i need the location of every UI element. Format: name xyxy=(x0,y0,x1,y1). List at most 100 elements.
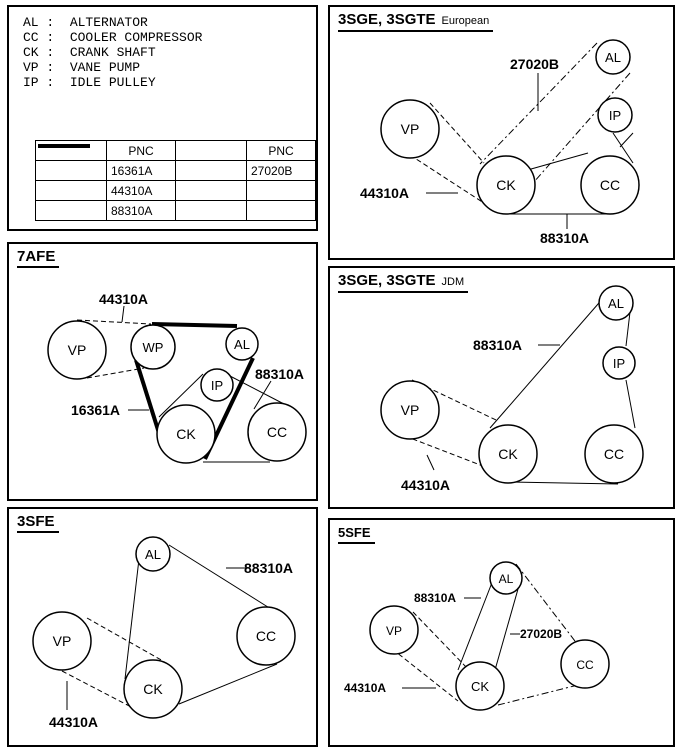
belt-label-88310a: 88310A xyxy=(473,337,522,353)
belt-label-44310a: 44310A xyxy=(49,714,98,730)
belt-44310a xyxy=(76,319,152,325)
belt-label-44310a: 44310A xyxy=(344,681,386,695)
belt-label-27020b: 27020B xyxy=(510,56,559,72)
abbrev-name: IDLE PULLEY xyxy=(69,75,156,90)
belt-88310a xyxy=(178,663,278,705)
panel-title: 5SFE xyxy=(338,524,375,544)
pulley-ck xyxy=(476,155,536,215)
belt-27020b xyxy=(497,682,587,706)
belt-88310a xyxy=(489,295,606,429)
abbrev-name: COOLER COMPRESSOR xyxy=(69,30,203,45)
pulley-label-ck: CK xyxy=(471,679,489,694)
belt-88310a xyxy=(523,152,589,172)
pulley-label-vp: VP xyxy=(386,624,402,638)
belt-88310a xyxy=(612,132,634,164)
abbrev-code: CK xyxy=(23,45,39,60)
panel-7afe: VP WP AL IP CK CC 44310A 88310A 16361A 7… xyxy=(7,242,318,501)
pulley-label-ck: CK xyxy=(143,681,163,697)
belt-44310a xyxy=(61,670,136,710)
pulley-ip xyxy=(602,346,636,380)
belt-label-88310a: 88310A xyxy=(255,366,304,382)
belt-label-88310a: 88310A xyxy=(244,560,293,576)
legend-panel: AL : ALTERNATOR CC : COOLER COMPRESSOR C… xyxy=(7,5,318,231)
panel-title: 7AFE xyxy=(17,248,60,268)
pulley-label-ck: CK xyxy=(498,446,518,462)
line-swatch-thick xyxy=(35,143,107,181)
panel-5sfe: AL VP CK CC 88310A 27020B 44310A 5SFE xyxy=(328,518,675,747)
pulley-label-al: AL xyxy=(605,50,621,65)
pulley-label-vp: VP xyxy=(53,633,72,649)
pulley-label-cc: CC xyxy=(576,658,594,672)
belt-27020b xyxy=(515,563,579,646)
pulley-ck xyxy=(478,424,538,484)
pulley-ip xyxy=(200,368,234,402)
belt-label-27020b: 27020B xyxy=(520,627,562,641)
pulley-cc xyxy=(584,424,644,484)
pulley-ck xyxy=(455,661,505,711)
panel-3sge-european: AL IP VP CK CC 27020B 44310A 88310A 3SGE… xyxy=(328,5,675,260)
pulley-cc xyxy=(560,639,610,689)
pulley-label-cc: CC xyxy=(267,424,287,440)
pulley-label-wp: WP xyxy=(143,340,164,355)
pulley-al xyxy=(598,285,634,321)
belt-88310a xyxy=(168,544,272,610)
abbrev-name: VANE PUMP xyxy=(69,60,141,75)
belt-88310a xyxy=(457,579,494,671)
belt-16361a xyxy=(151,322,238,328)
pulley-label-ck: CK xyxy=(176,426,196,442)
abbrev-code: IP xyxy=(23,75,39,90)
abbrev-code: AL xyxy=(23,15,39,30)
pulley-label-ip: IP xyxy=(609,108,621,123)
belt-44310a xyxy=(429,102,485,164)
panel-title: 3SFE xyxy=(17,513,59,533)
belt-diagram-3sge-european: AL IP VP CK CC 27020B 44310A 88310A xyxy=(360,39,640,246)
callout-line xyxy=(426,454,435,471)
pnc-value: 16361A xyxy=(106,160,176,181)
pulley-vp xyxy=(32,611,92,671)
abbreviation-list: AL : ALTERNATOR CC : COOLER COMPRESSOR C… xyxy=(23,15,203,90)
pnc-table: PNC PNC 16361A 27020B 44310A 88310A xyxy=(35,140,316,221)
belt-27020b xyxy=(525,72,631,192)
pulley-ck xyxy=(123,659,183,719)
pulley-ip xyxy=(597,97,633,133)
line-swatch-dashed xyxy=(35,145,107,201)
belt-label-16361a: 16361A xyxy=(71,402,120,418)
table-row: 88310A xyxy=(35,145,316,221)
pulley-label-cc: CC xyxy=(600,177,620,193)
panel-note: European xyxy=(441,15,490,27)
pulley-label-al: AL xyxy=(608,296,624,311)
belt-44310a xyxy=(404,435,489,469)
abbrev-name: ALTERNATOR xyxy=(69,15,148,30)
table-row: 44310A xyxy=(35,145,316,201)
belt-diagram-7afe: VP WP AL IP CK CC 44310A 88310A 16361A xyxy=(47,291,307,464)
pulley-al xyxy=(489,561,523,595)
pulley-vp xyxy=(380,380,440,440)
belt-44310a xyxy=(385,643,459,702)
pnc-value: 88310A xyxy=(106,200,176,221)
pulley-ck xyxy=(156,404,216,464)
panel-3sfe: AL VP CK CC 88310A 44310A 3SFE xyxy=(7,507,318,747)
table-row: 16361A 27020B xyxy=(35,143,316,181)
pulley-label-al: AL xyxy=(145,547,161,562)
belt-label-88310a: 88310A xyxy=(414,591,456,605)
pulley-al xyxy=(225,327,259,361)
panel-note: JDM xyxy=(441,276,465,288)
pulley-al xyxy=(595,39,631,75)
belt-44310a xyxy=(86,367,145,379)
belt-diagram-3sfe: AL VP CK CC 88310A 44310A xyxy=(32,536,296,730)
belt-88310a xyxy=(509,481,619,485)
belt-label-88310a: 88310A xyxy=(540,230,589,246)
pulley-cc xyxy=(247,402,307,462)
belt-27020b xyxy=(479,42,598,165)
belt-88310a xyxy=(124,558,140,680)
pulley-label-al: AL xyxy=(234,337,250,352)
belt-88310a xyxy=(158,373,204,418)
pnc-header: PNC xyxy=(246,140,316,161)
belt-diagram-5sfe: AL VP CK CC 88310A 27020B 44310A xyxy=(344,561,610,711)
pulley-cc xyxy=(580,155,640,215)
belt-diagram-3sge-jdm: AL IP VP CK CC 88310A 44310A xyxy=(380,285,644,493)
abbrev-code: VP xyxy=(23,60,39,75)
line-swatch-dashdot xyxy=(37,145,247,181)
